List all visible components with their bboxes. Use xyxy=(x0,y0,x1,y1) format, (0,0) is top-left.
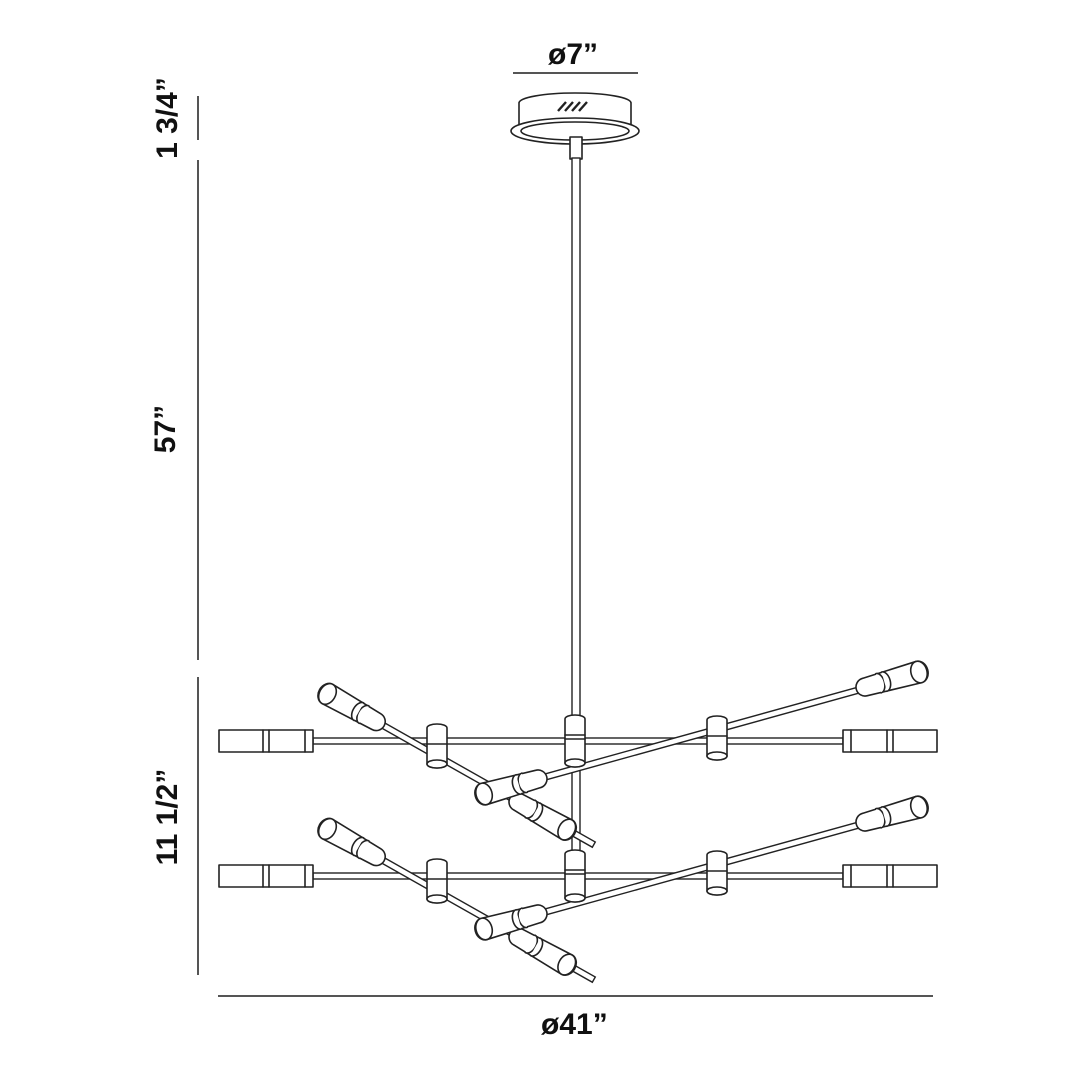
canopy-diameter-label: ø7” xyxy=(548,38,599,71)
fixture-height-label: 11 1/2” xyxy=(151,768,184,866)
fixture-diameter-label: ø41” xyxy=(541,1008,608,1041)
canopy-vent-icon xyxy=(557,101,588,112)
canopy xyxy=(510,92,640,145)
stem-length-label: 57” xyxy=(149,404,182,454)
canopy-height-label: 1 3/4” xyxy=(151,77,184,159)
